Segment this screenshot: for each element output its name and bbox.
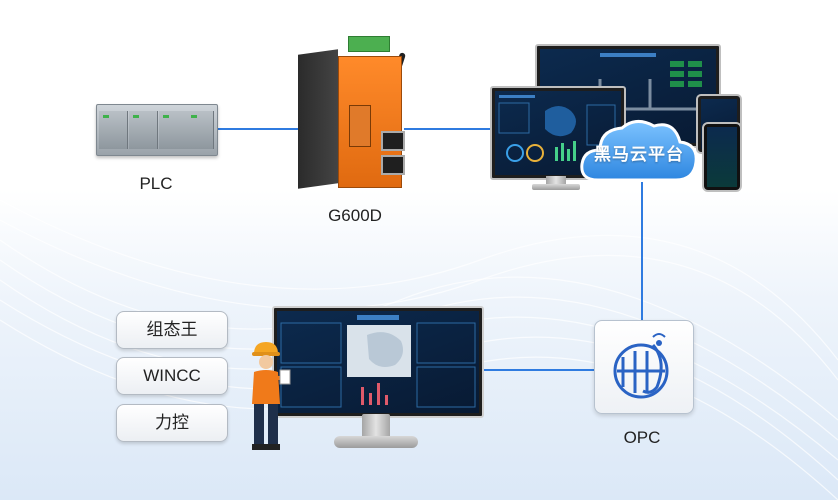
- plc-icon: [96, 104, 218, 156]
- worker-icon: [252, 342, 291, 450]
- opc-icon: [594, 320, 694, 414]
- monitor-icon: [490, 86, 626, 180]
- plc-label: PLC: [139, 174, 173, 193]
- link-gateway-monitor: [404, 128, 494, 130]
- monitor-base: [532, 184, 580, 190]
- link-plc-gateway: [216, 128, 300, 130]
- opc-label: OPC: [623, 428, 661, 447]
- cloud-platform-label: 黑马云平台: [594, 145, 684, 164]
- software-wincc: WINCC: [116, 357, 228, 395]
- link-cloud-opc: [641, 182, 643, 322]
- workstation-base: [334, 436, 418, 448]
- phone-icon: [702, 122, 742, 192]
- gateway-device-icon: [298, 36, 407, 189]
- cloud-icon: [580, 120, 698, 182]
- monitor-stand: [546, 176, 566, 184]
- workstation-stand: [362, 414, 390, 438]
- monitor-icon: [272, 306, 484, 418]
- link-opc-workstation: [484, 369, 596, 371]
- software-kingview: 组态王: [116, 311, 228, 349]
- gateway-label: G600D: [328, 206, 382, 225]
- software-forcecontrol: 力控: [116, 404, 228, 442]
